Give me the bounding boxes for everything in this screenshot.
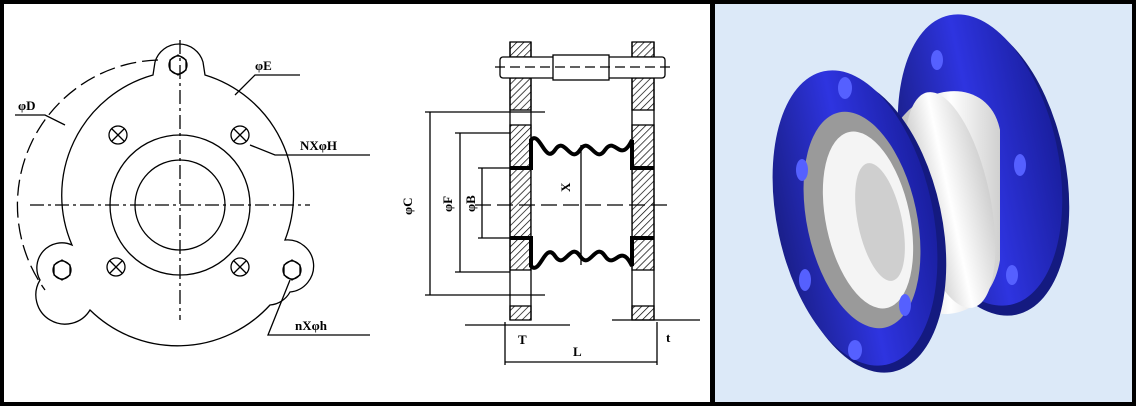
label-tie-rod-holes: nXφh: [295, 318, 328, 333]
expansion-joint-render: [772, 14, 1070, 373]
label-bolt-circle: φD: [18, 98, 36, 113]
flange-outline: [35, 43, 315, 347]
label-outer-dia: φE: [255, 58, 272, 73]
label-flange-od: φC: [400, 197, 415, 215]
label-lining-thickness: t: [666, 330, 671, 345]
nut-icon: [282, 259, 302, 281]
bolt-circle-arc: [16, 59, 159, 291]
section-view: [425, 41, 700, 365]
front-view: [15, 40, 370, 347]
bolt-hole-icon: [108, 125, 128, 145]
nut-icon: [52, 259, 72, 281]
nut-icon: [168, 54, 188, 76]
label-raised-face: φF: [440, 196, 455, 212]
label-bellows: X: [558, 182, 573, 192]
label-flange-holes: NXφH: [300, 138, 337, 153]
label-bore: φB: [463, 195, 478, 212]
bolt-hole-icon: [230, 257, 250, 277]
label-length: L: [573, 344, 582, 359]
bolt-hole-icon: [106, 257, 126, 277]
bolt-hole-icon: [230, 125, 250, 145]
label-flange-thickness: T: [518, 332, 527, 347]
